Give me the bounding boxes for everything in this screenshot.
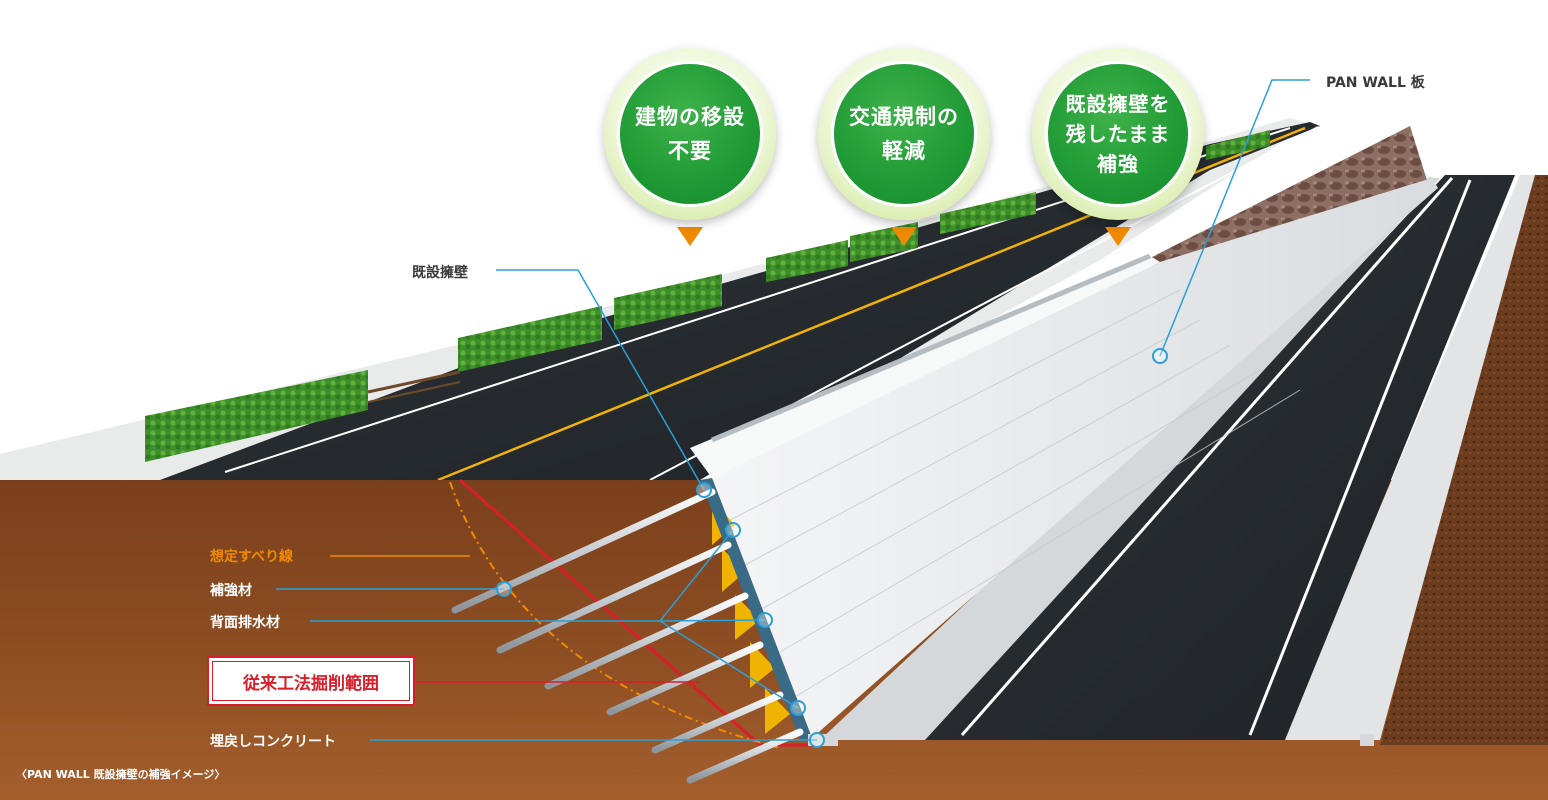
lower-road-lane-line <box>1248 179 1472 736</box>
lower-sidewalk <box>1282 175 1535 740</box>
label-backfill-concrete: 埋戻しコンクリート <box>210 734 336 750</box>
label-conventional-excavation: 従来工法掘削範囲 <box>243 673 379 694</box>
label-reinforcement: 補強材 <box>210 583 252 599</box>
label-back-drainage: 背面排水材 <box>210 615 280 631</box>
hedge <box>614 274 722 330</box>
backfill-concrete-block <box>1360 734 1374 746</box>
lower-road-lane-line <box>960 177 1454 736</box>
excavation-line <box>459 478 812 747</box>
figure-caption: 〈PAN WALL 既設擁壁の補強イメージ〉 <box>16 768 226 781</box>
conventional-excavation-box: 従来工法掘削範囲 <box>207 656 415 706</box>
upper-guardrail <box>711 253 1151 443</box>
badge-inner: 交通規制の 軽減 <box>831 61 977 207</box>
benefit-badge-keep-existing-wall: 既設擁壁を 残したまま 補強 <box>1032 48 1204 220</box>
benefit-badge-no-relocation: 建物の移設 不要 <box>604 48 776 220</box>
leader-markers <box>496 348 1168 748</box>
hedge <box>145 370 368 462</box>
fence <box>367 370 461 394</box>
fence <box>367 381 461 403</box>
benefit-badge-traffic-reduction: 交通規制の 軽減 <box>818 48 990 220</box>
badge-text: 交通規制の 軽減 <box>849 105 959 163</box>
badge-pointer-triangles <box>677 227 1131 246</box>
badge-text: 既設擁壁を 残したまま 補強 <box>1065 92 1171 176</box>
boxed-inner: 従来工法掘削範囲 <box>212 661 410 701</box>
hedge <box>940 192 1036 234</box>
dirt-field <box>1380 175 1548 745</box>
pan-wall-texture <box>729 289 1301 701</box>
pan-wall-top <box>690 256 1160 478</box>
hedge <box>458 306 602 372</box>
slip-line <box>449 481 781 749</box>
label-pan-wall-board: PAN WALL 板 <box>1326 75 1425 91</box>
badge-inner: 建物の移設 不要 <box>617 61 763 207</box>
badge-text: 建物の移設 不要 <box>635 105 745 163</box>
hedge <box>766 240 848 282</box>
lower-road <box>915 175 1515 740</box>
label-slip-line: 想定すべり線 <box>210 549 294 565</box>
hedge <box>1206 130 1270 160</box>
label-existing-wall: 既設擁壁 <box>412 265 468 281</box>
leader-lines <box>276 79 1310 741</box>
pan-wall-panel <box>712 178 1438 738</box>
badge-inner: 既設擁壁を 残したまま 補強 <box>1045 61 1191 207</box>
